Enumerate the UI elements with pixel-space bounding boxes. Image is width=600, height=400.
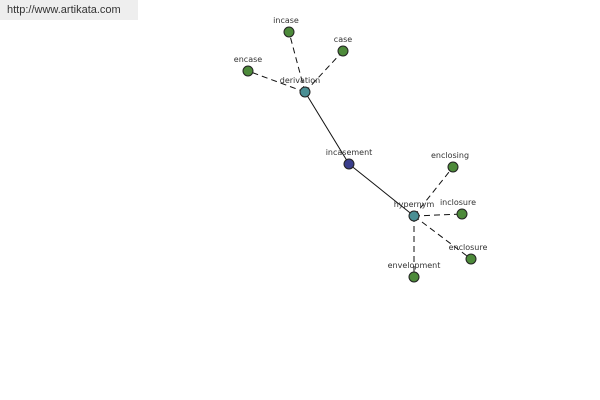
node-label-derivation[interactable]: derivation — [280, 76, 320, 85]
node-enclosing[interactable] — [447, 161, 459, 173]
node-label-encase[interactable]: encase — [234, 55, 262, 64]
node-label-incasement[interactable]: incasement — [326, 148, 373, 157]
node-label-enclosing[interactable]: enclosing — [431, 151, 469, 160]
edges-layer — [247, 31, 472, 277]
node-label-hypernym[interactable]: hypernym — [394, 200, 435, 209]
node-label-enclosure[interactable]: enclosure — [449, 243, 488, 252]
node-label-incase[interactable]: incase — [273, 16, 299, 25]
edge-hypernym-inclosure — [413, 213, 463, 217]
nodes-layer — [242, 26, 477, 283]
node-incasement[interactable] — [343, 158, 355, 170]
edge-hypernym-enclosing — [413, 166, 454, 217]
node-derivation[interactable] — [299, 86, 311, 98]
node-label-case[interactable]: case — [334, 35, 352, 44]
edge-derivation-encase — [247, 70, 306, 93]
node-label-envelopment[interactable]: envelopment — [388, 261, 441, 270]
node-hypernym[interactable] — [408, 210, 420, 222]
edge-derivation-incase — [288, 31, 306, 93]
node-enclosure[interactable] — [465, 253, 477, 265]
source-link[interactable]: http://www.artikata.com — [0, 0, 138, 20]
node-case[interactable] — [337, 45, 349, 57]
edge-derivation-case — [304, 50, 344, 93]
node-inclosure[interactable] — [456, 208, 468, 220]
node-envelopment[interactable] — [408, 271, 420, 283]
node-label-inclosure[interactable]: inclosure — [440, 198, 476, 207]
edge-incasement-derivation — [304, 91, 350, 165]
node-incase[interactable] — [283, 26, 295, 38]
node-encase[interactable] — [242, 65, 254, 77]
labels-layer: incasement derivation hypernym encase incase… — [234, 16, 488, 270]
edge-incasement-hypernym — [348, 163, 415, 217]
edge-hypernym-enclosure — [413, 215, 472, 260]
